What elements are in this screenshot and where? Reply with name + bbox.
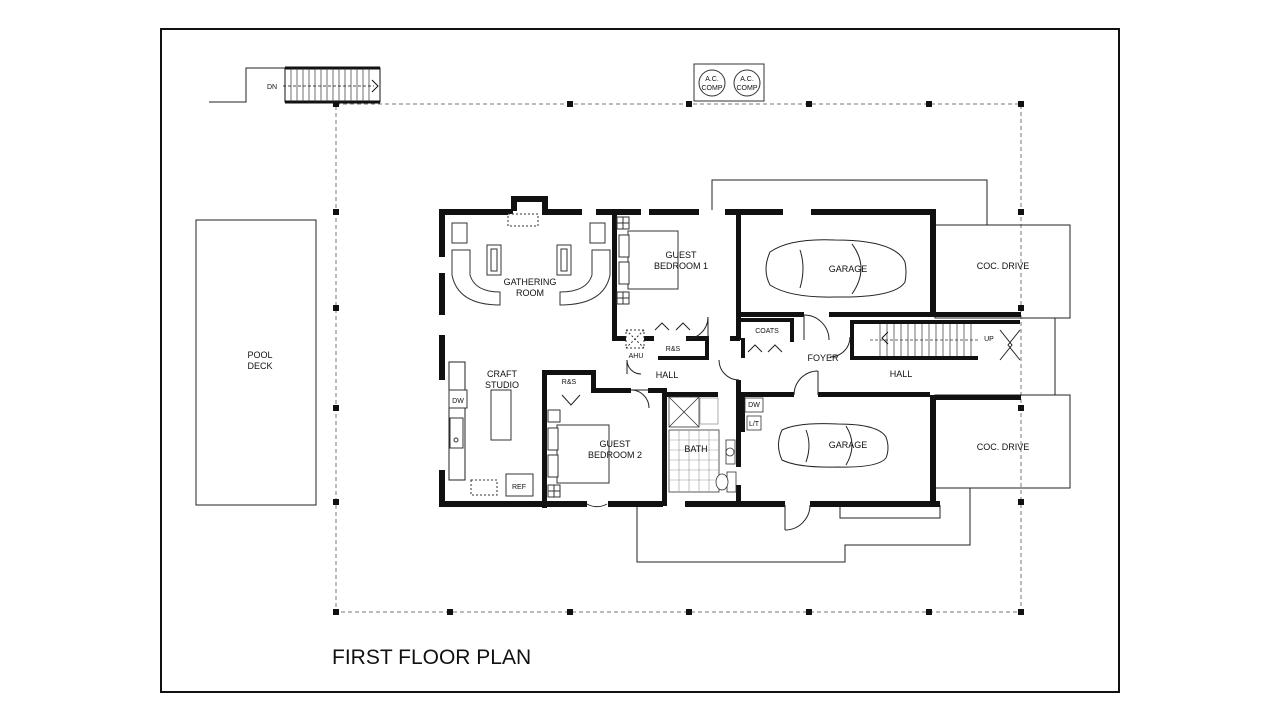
- craft-studio-label-line1: CRAFT: [487, 369, 517, 379]
- gathering-room-label-line1: GATHERING: [504, 277, 557, 287]
- bath-label: BATH: [684, 444, 707, 454]
- dw-kitchen-label: DW: [452, 398, 464, 405]
- pool-deck-label-line1: POOL: [247, 350, 272, 360]
- guest-bedroom-2-label-line2: BEDROOM 2: [588, 450, 642, 460]
- bath-fixtures: [668, 396, 764, 493]
- dw-laundry-label: DW: [748, 402, 760, 409]
- garage-top-car-icon: [765, 239, 907, 298]
- stair-up-label: UP: [984, 336, 994, 343]
- foyer-label: FOYER: [807, 353, 839, 363]
- gathering-room-furniture: [451, 213, 611, 306]
- ac-comp-2-label-line1: A.C.: [740, 76, 754, 83]
- ahu-label: AHU: [629, 353, 644, 360]
- pool-deck-label-line2: DECK: [247, 361, 272, 371]
- guest-bedroom-1-label-line1: GUEST: [665, 250, 697, 260]
- bedroom1-bed: [616, 216, 679, 349]
- craft-studio-label-line2: STUDIO: [485, 380, 519, 390]
- coats-label: COATS: [755, 328, 779, 335]
- sheet-border: [160, 28, 1120, 693]
- garage-bottom-label: GARAGE: [829, 440, 868, 450]
- plan-title: FIRST FLOOR PLAN: [332, 646, 531, 669]
- ac-comp-1-label-line1: A.C.: [705, 76, 719, 83]
- gathering-room-label-line2: ROOM: [516, 288, 544, 298]
- lt-label: L/T: [749, 421, 760, 428]
- hall-right-label: HALL: [890, 369, 913, 379]
- hall-left-label: HALL: [656, 370, 679, 380]
- coc-drive-bottom-label: COC. DRIVE: [977, 442, 1030, 452]
- bedroom2-bed: [547, 409, 610, 498]
- ref-label: REF: [512, 484, 526, 491]
- porch-outline: [333, 101, 1024, 615]
- stair-dn-label: DN: [267, 84, 277, 91]
- ac-compressor-unit: [693, 63, 765, 102]
- guest-bedroom-2-label-line1: GUEST: [599, 439, 631, 449]
- garage-bottom-car-icon: [778, 423, 889, 468]
- ac-comp-1-label-line2: COMP: [702, 85, 723, 92]
- ac-comp-2-label-line2: COMP: [737, 85, 758, 92]
- rs-top-label: R&S: [666, 346, 681, 353]
- pool-deck-area: [195, 219, 317, 506]
- rs-bottom-label: R&S: [562, 379, 577, 386]
- garage-top-label: GARAGE: [829, 264, 868, 274]
- kitchen-fixtures: [448, 389, 534, 497]
- interior-stair: [870, 324, 978, 356]
- door-swings: [561, 314, 1021, 531]
- coc-drive-top-label: COC. DRIVE: [977, 261, 1030, 271]
- guest-bedroom-1-label-line2: BEDROOM 1: [654, 261, 708, 271]
- exterior-stair-top: [209, 66, 381, 104]
